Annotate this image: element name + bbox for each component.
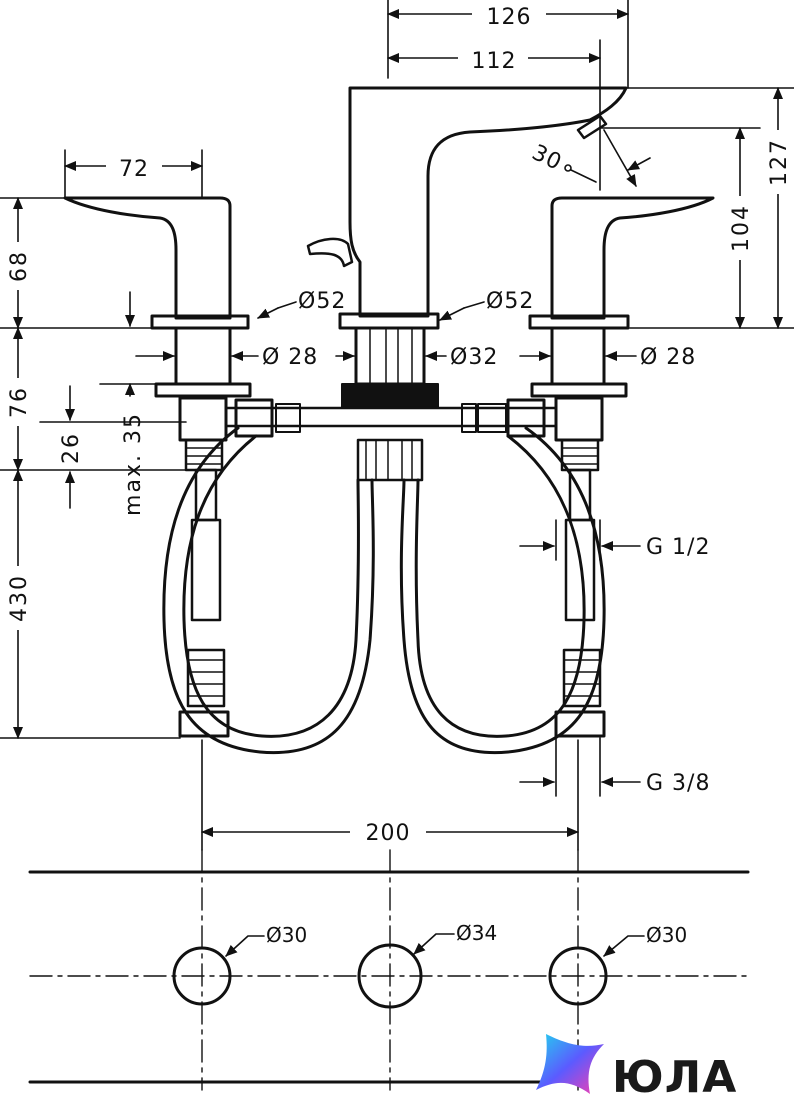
brand-watermark: ЮЛА [536,1034,737,1100]
brand-logo-icon [536,1034,604,1094]
flexible-hoses [162,426,606,755]
dim-handle-depth: 72 [119,157,149,182]
dim-spout-reach: 112 [472,49,517,74]
hole-left [172,946,232,1006]
hole-center-label: Ø34 [456,921,497,945]
dim-handle-height: 68 [7,250,32,282]
center-spout [306,86,628,482]
dim-spout-outlet-height: 104 [729,204,754,252]
dim-spout-total-height: 127 [767,138,792,186]
right-handle-valve [528,196,715,738]
hole-template [28,849,750,1091]
dim-inlet-thread: G 1/2 [646,535,710,560]
brand-name: ЮЛА [612,1052,737,1100]
dim-max-thickness: max. 35 [121,412,146,516]
hole-center [357,943,423,1009]
hole-right [548,946,608,1006]
dim-connection-thread: G 3/8 [646,771,710,796]
dimension-texts: 126 112 72 30 104 127 68 76 430 26 max. … [6,2,792,846]
dim-shank-left: Ø 28 [262,345,318,370]
hole-labels: Ø30 Ø34 Ø30 [266,921,687,947]
dim-thread-length: 26 [59,432,84,464]
dim-shank-right: Ø 28 [640,345,696,370]
dim-rosette-center: Ø52 [486,289,534,314]
cross-connection-pipe [224,398,558,438]
dim-hole-spacing: 200 [366,821,411,846]
hole-left-label: Ø30 [266,923,307,947]
dim-body-height: 76 [7,386,32,418]
dim-spout-angle: 30 [528,140,566,176]
hole-right-label: Ø30 [646,923,687,947]
dim-hose-length: 430 [7,574,32,622]
left-handle-valve [63,196,252,738]
dim-rosette-left: Ø52 [298,289,346,314]
dim-spout-total-depth: 126 [487,5,532,30]
dimension-lines [0,0,794,851]
dim-shank-center: Ø32 [450,345,498,370]
